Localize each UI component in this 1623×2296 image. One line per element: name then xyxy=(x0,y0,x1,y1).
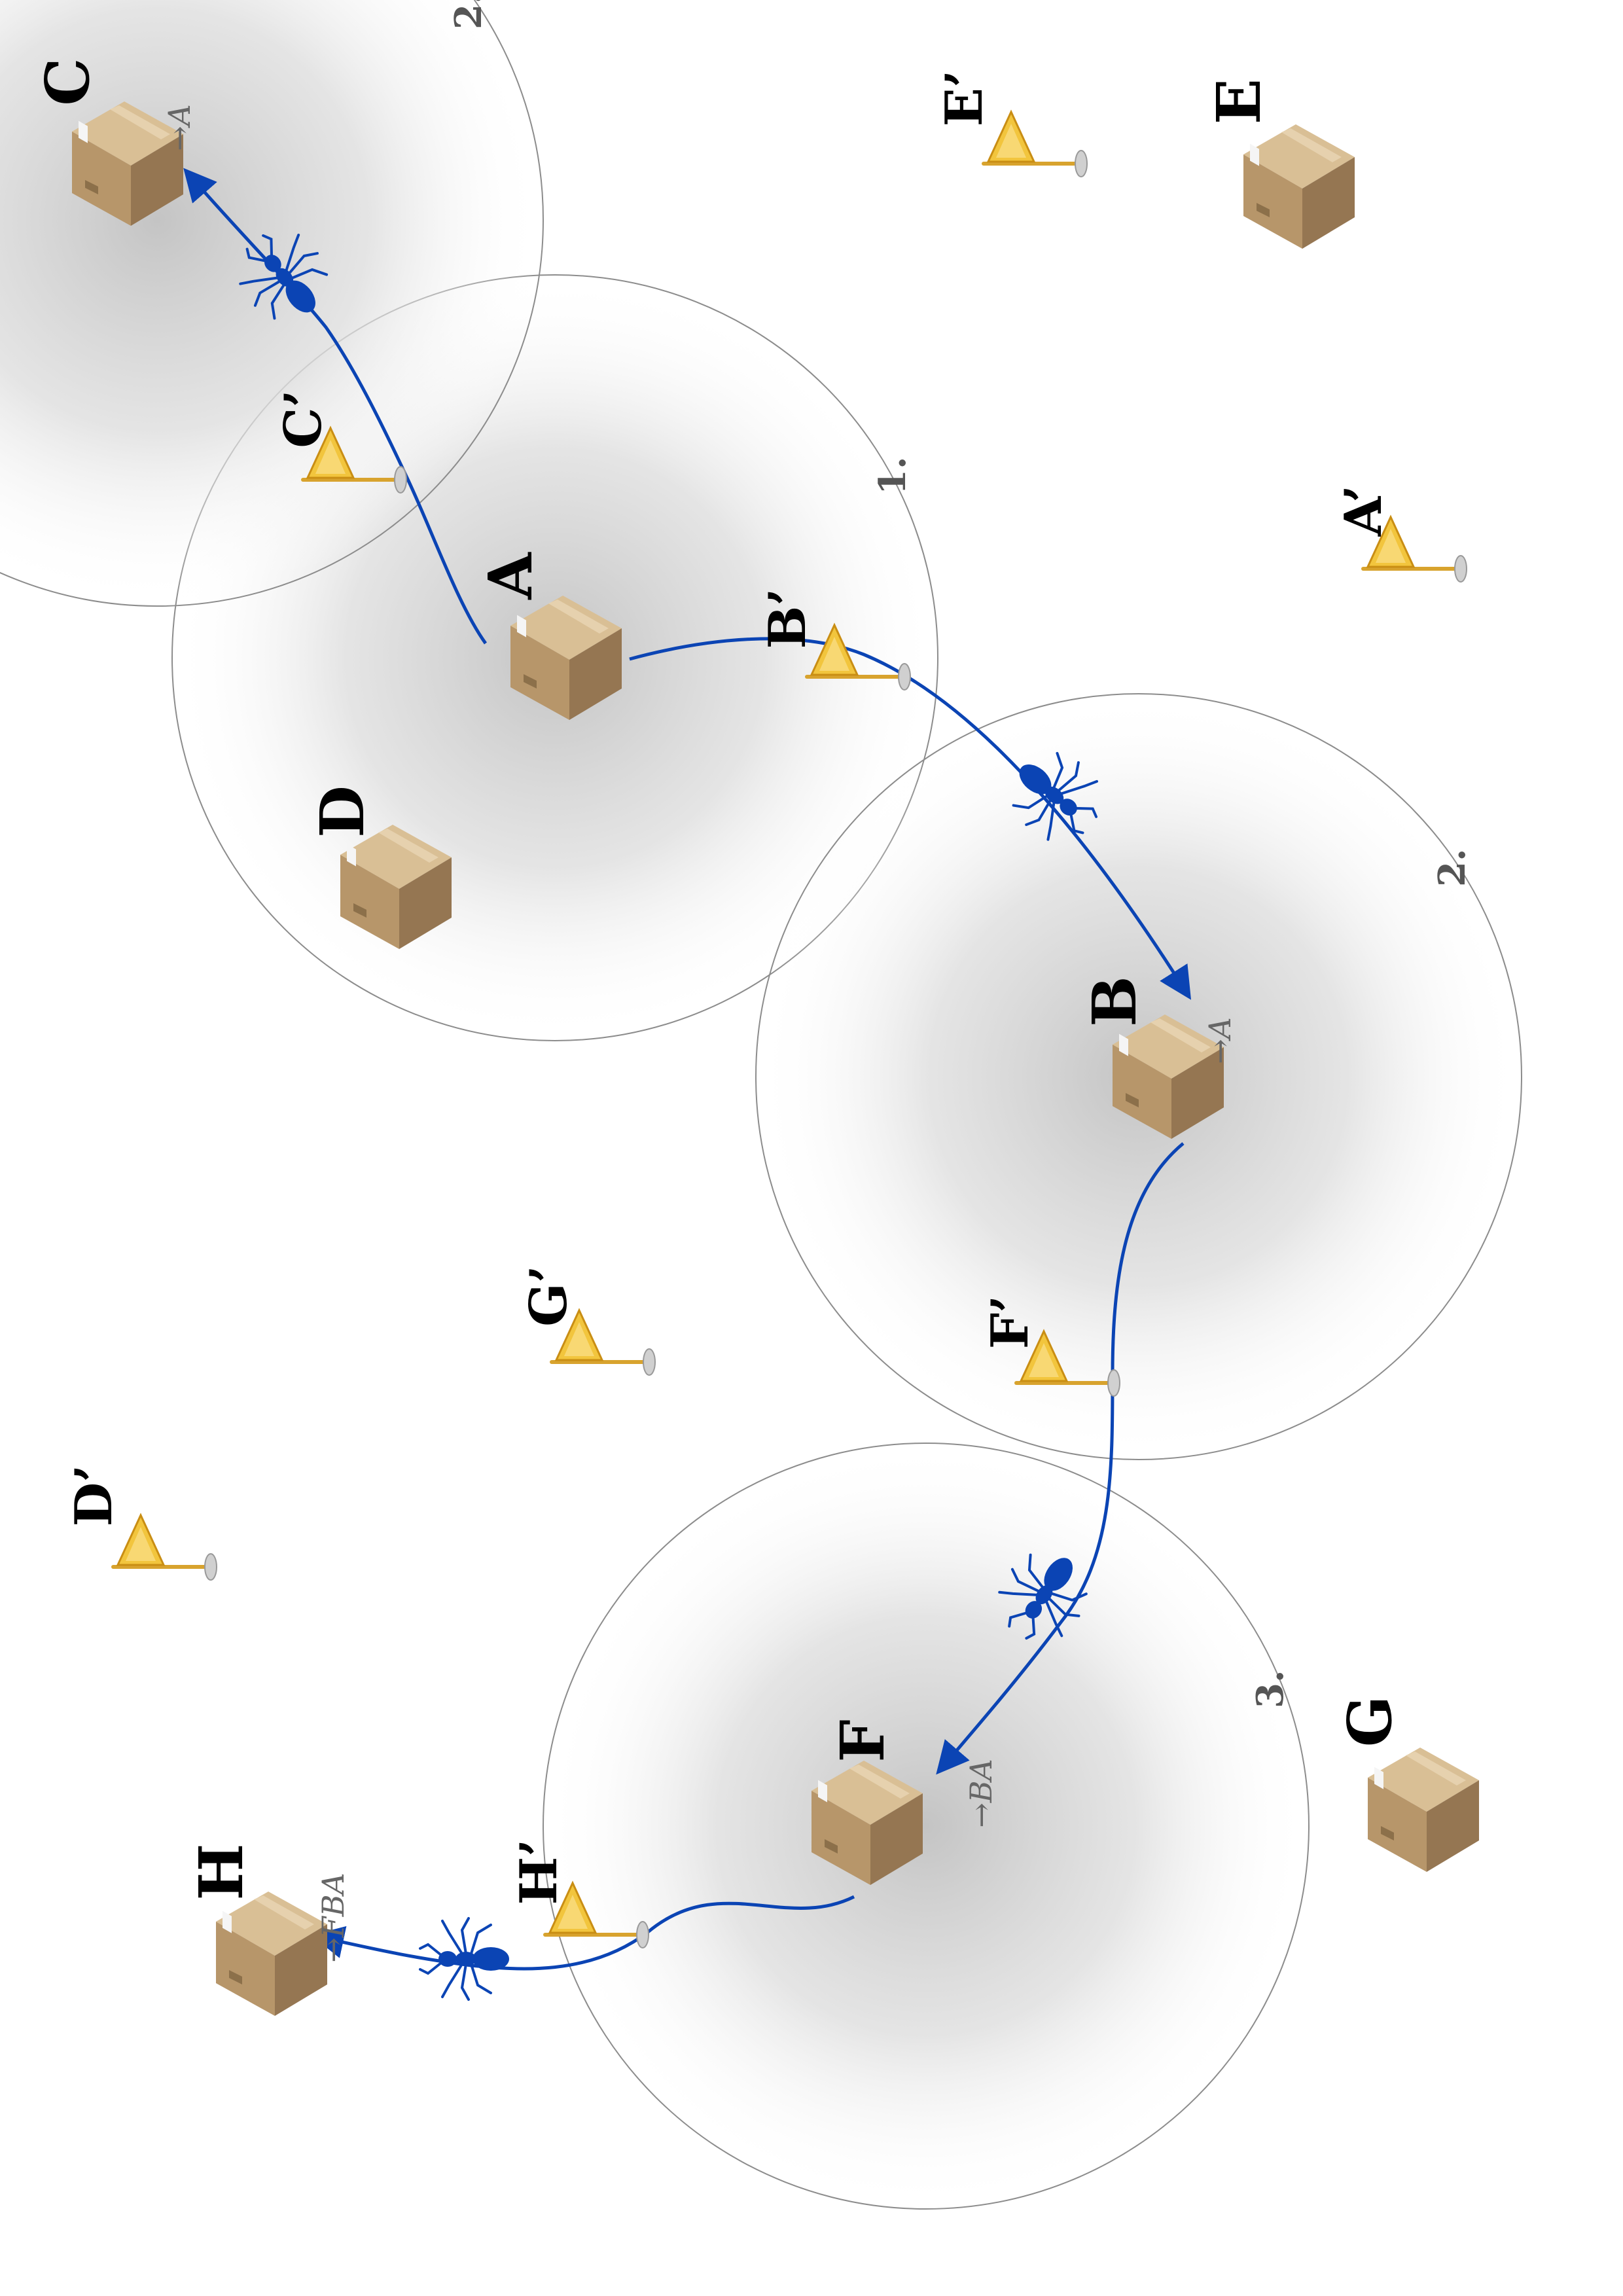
range-circle-c3: 3. xyxy=(543,1443,1310,2210)
node-label-E: E xyxy=(1204,79,1274,124)
node-label-A: A xyxy=(475,552,546,600)
node-label-F: F xyxy=(827,1719,898,1762)
landmark-C-prime: C’ xyxy=(274,389,408,494)
range-label-c2b: 2. xyxy=(1431,849,1474,887)
range-label-c1: 1. xyxy=(871,457,914,495)
flag-icon xyxy=(110,1514,218,1581)
landmark-label-B-prime: B’ xyxy=(758,588,817,649)
nodes: A B →A C →A D E F →BA G H →FBA xyxy=(32,58,1479,2016)
landmark-D-prime: D’ xyxy=(64,1465,218,1581)
node-route-C: →A xyxy=(162,104,197,151)
cardboard-box-icon xyxy=(216,1892,327,2016)
landmark-E-prime: E’ xyxy=(935,70,1088,178)
landmark-label-D-prime: D’ xyxy=(64,1465,124,1527)
node-label-C: C xyxy=(32,58,103,105)
landmarks: A’ B’ C’ D’ E’ F’ G’ H’ xyxy=(64,70,1468,1949)
node-D: D xyxy=(307,785,452,949)
node-C: C →A xyxy=(32,58,197,226)
landmark-label-H-prime: H’ xyxy=(509,1839,569,1905)
ant-paths xyxy=(183,168,1192,1971)
range-label-c3: 3. xyxy=(1249,1670,1292,1708)
landmark-label-A-prime: A’ xyxy=(1334,485,1393,537)
node-F: F →BA xyxy=(812,1719,999,1885)
range-circle-c3-shape xyxy=(543,1443,1310,2210)
landmark-H-prime: H’ xyxy=(509,1839,650,1949)
cardboard-box-icon xyxy=(1368,1748,1479,1872)
node-label-G: G xyxy=(1334,1696,1405,1748)
node-E: E xyxy=(1204,79,1355,249)
landmark-F-prime: F’ xyxy=(980,1295,1121,1397)
path-F-to-H xyxy=(311,1895,855,1971)
node-route-F: →BA xyxy=(963,1759,999,1828)
cardboard-box-icon xyxy=(1243,124,1355,249)
landmark-label-G-prime: G’ xyxy=(519,1265,579,1327)
node-B: B →A xyxy=(1079,976,1238,1139)
path-A-to-B xyxy=(629,637,1192,1000)
landmark-B-prime: B’ xyxy=(758,588,912,691)
path-A-to-C xyxy=(183,168,488,645)
node-label-H: H xyxy=(186,1844,257,1901)
landmark-label-E-prime: E’ xyxy=(935,70,994,127)
path-B-to-F xyxy=(936,1142,1185,1775)
landmark-G-prime: G’ xyxy=(519,1265,656,1376)
range-label-c2a: 2. xyxy=(447,0,490,29)
landmark-A-prime: A’ xyxy=(1334,485,1468,583)
flag-icon xyxy=(980,111,1088,178)
node-A: A xyxy=(475,552,622,720)
node-label-D: D xyxy=(307,785,378,838)
node-route-H: →FBA xyxy=(315,1873,351,1962)
landmark-label-F-prime: F’ xyxy=(980,1295,1040,1350)
node-H: H →FBA xyxy=(186,1844,351,2016)
node-G: G xyxy=(1334,1696,1479,1872)
landmark-label-C-prime: C’ xyxy=(274,389,333,448)
node-label-B: B xyxy=(1079,976,1150,1027)
node-route-B: →A xyxy=(1202,1017,1238,1064)
